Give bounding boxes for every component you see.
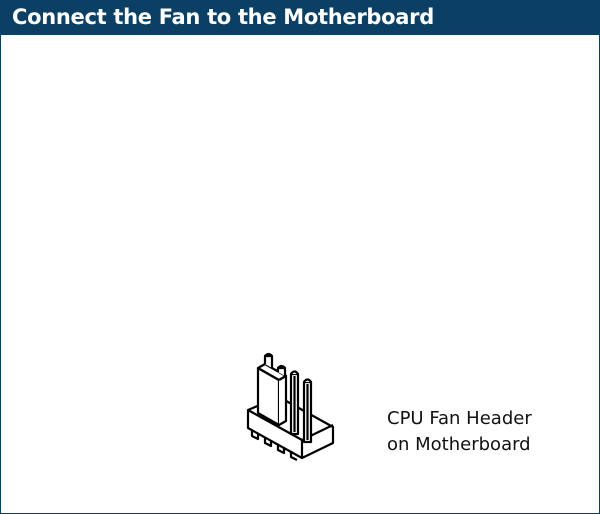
label-line-1: CPU Fan Header bbox=[387, 408, 532, 429]
page-title: Connect the Fan to the Motherboard bbox=[0, 0, 600, 35]
label-line-2: on Motherboard bbox=[387, 434, 531, 455]
fan-header-label: CPU Fan Header on Motherboard bbox=[387, 406, 532, 458]
